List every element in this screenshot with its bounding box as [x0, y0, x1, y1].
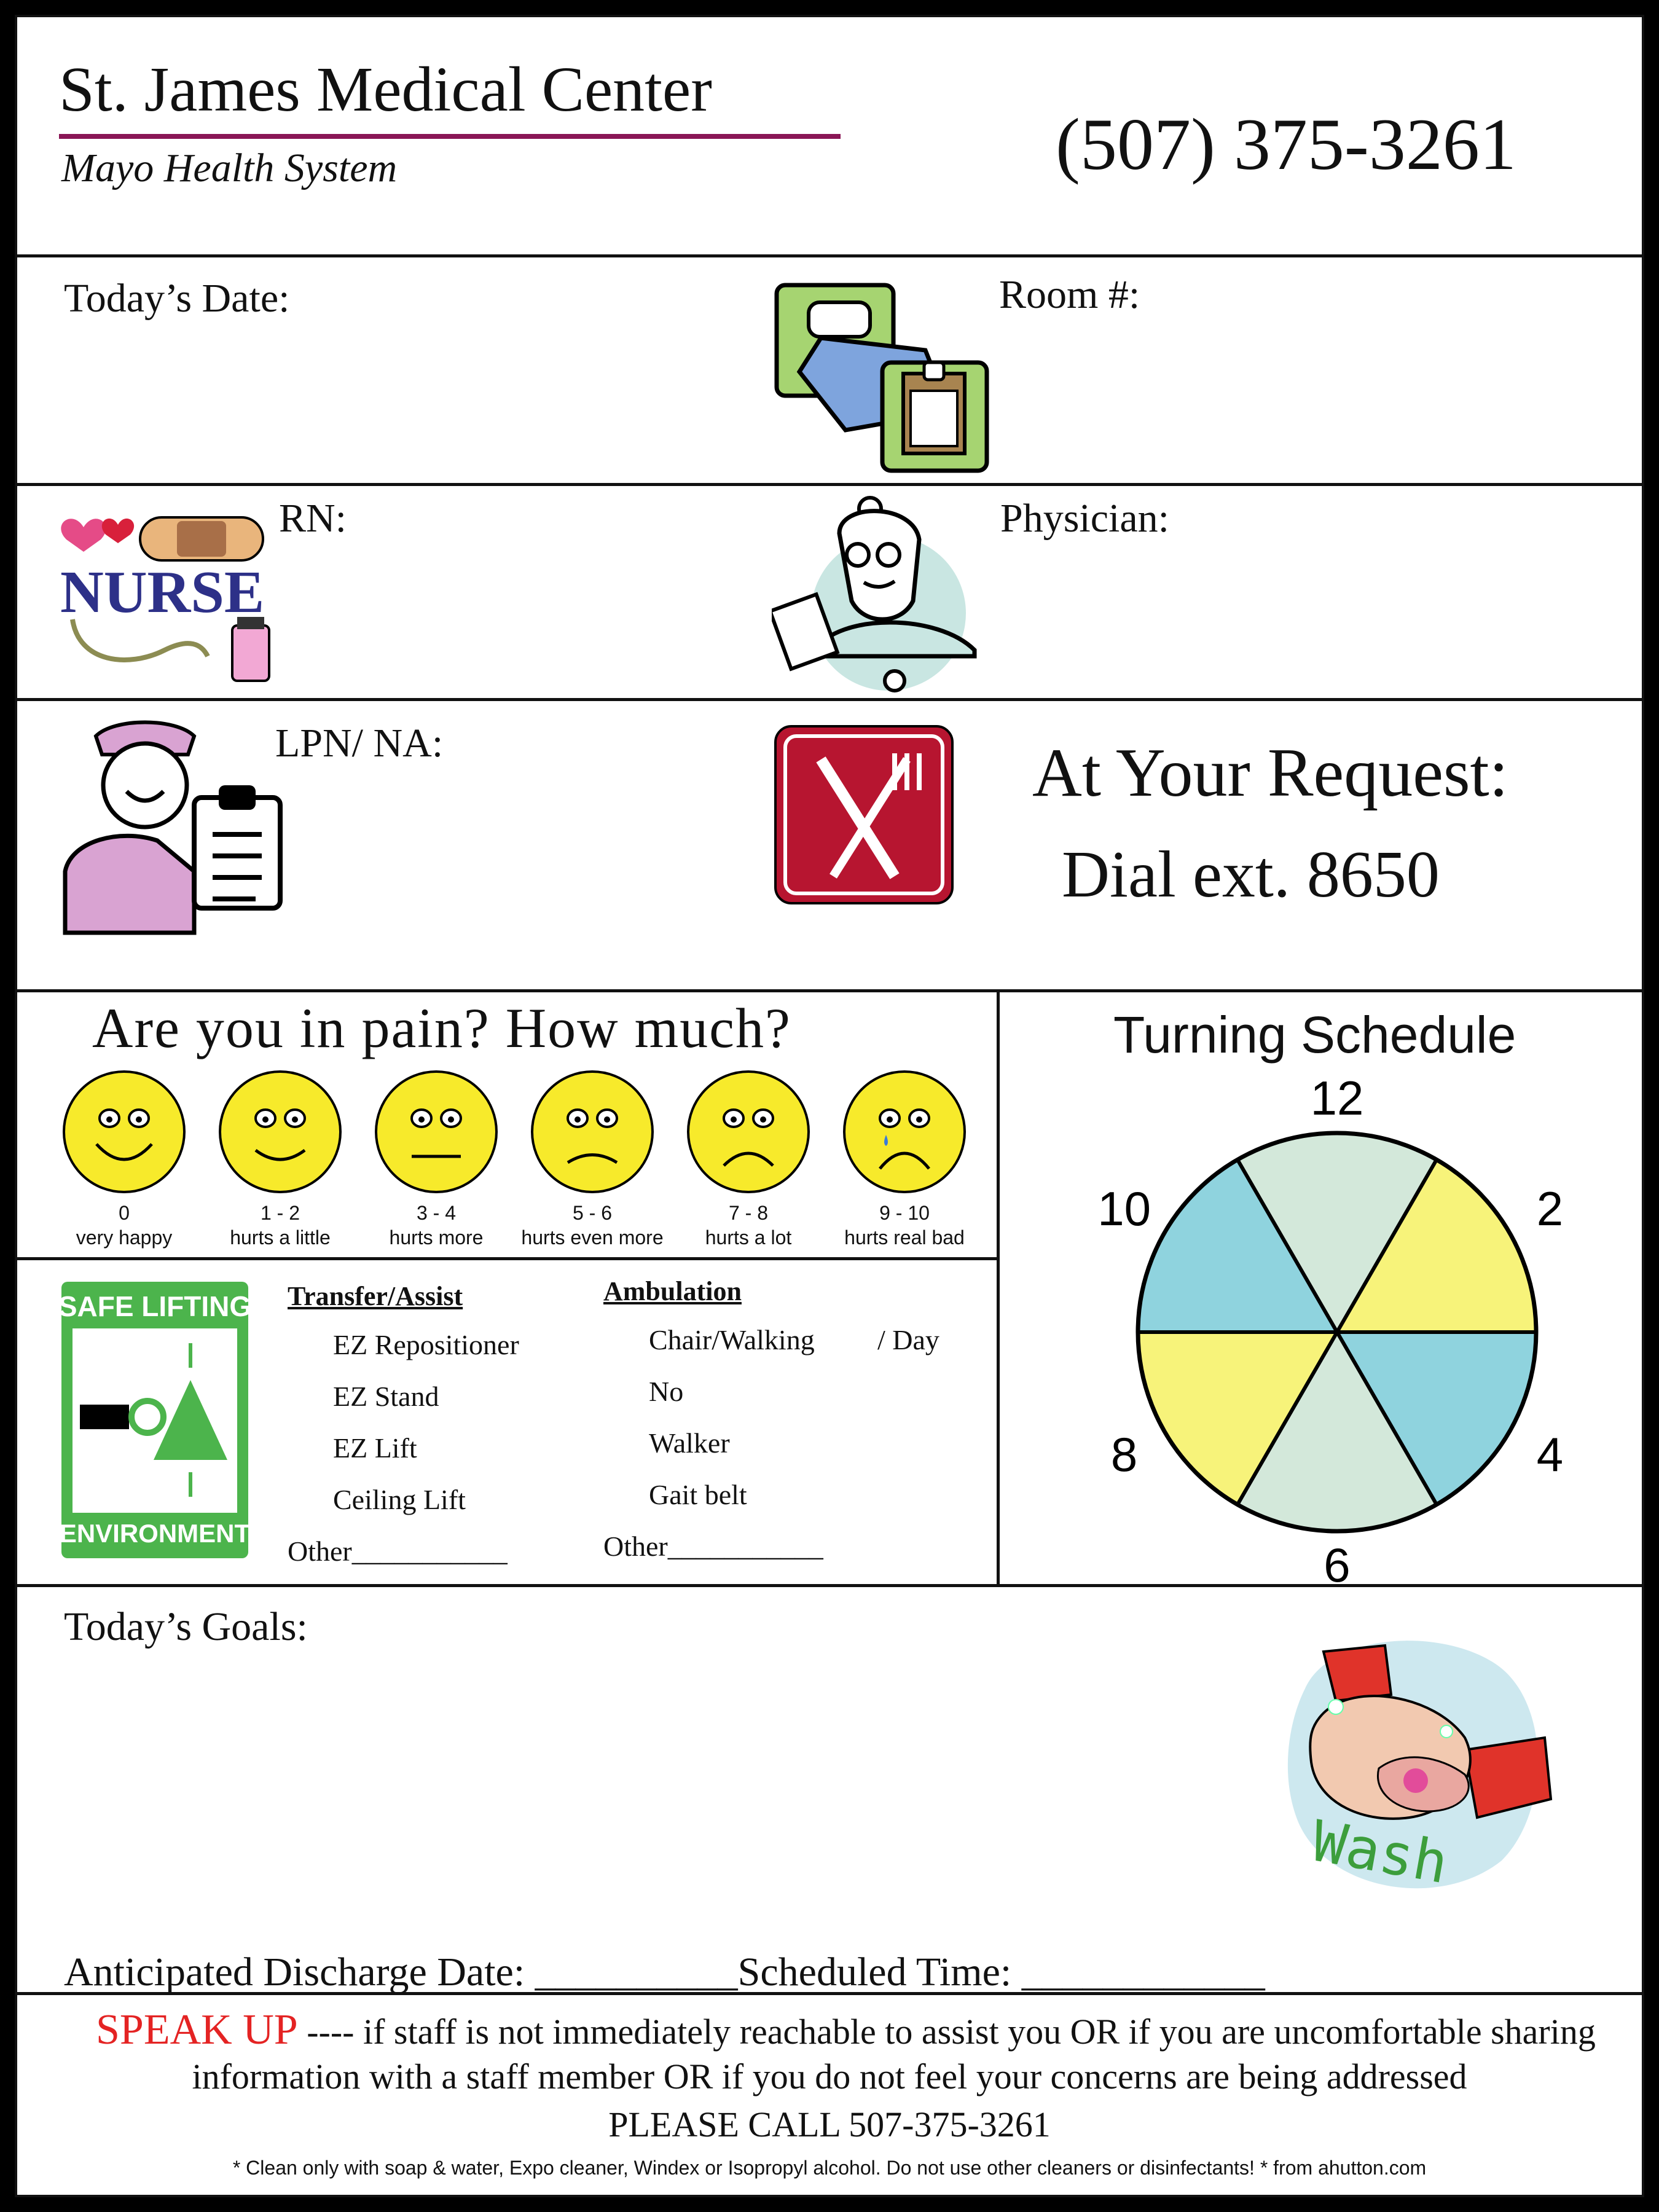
ambulation-item: Walker: [649, 1427, 730, 1459]
turning-hour-label: 10: [1097, 1182, 1151, 1236]
divider: [17, 1584, 1642, 1587]
header-rule: [59, 134, 841, 139]
discharge-line: Anticipated Discharge Date: __________Sc…: [64, 1950, 1265, 1994]
pain-face-icon: [687, 1070, 810, 1193]
turning-hour-label: 8: [1111, 1427, 1137, 1481]
patient-whiteboard: St. James Medical Center Mayo Health Sys…: [15, 15, 1644, 2197]
pain-face-icon: [375, 1070, 498, 1193]
divider: [17, 1992, 1642, 1995]
pain-title: Are you in pain? How much?: [92, 997, 791, 1059]
pain-range: 1 - 2: [260, 1202, 300, 1224]
footer-line2: information with a staff member OR if yo…: [192, 2057, 1467, 2096]
divider: [997, 989, 1000, 1584]
transfer-item: EZ Stand: [333, 1381, 439, 1412]
divider: [17, 1257, 997, 1260]
ambulation-item: No: [649, 1376, 684, 1407]
pain-range: 9 - 10: [879, 1202, 930, 1224]
ambulation-item: Chair/Walking: [649, 1324, 815, 1355]
pain-description: very happy: [76, 1226, 173, 1249]
footer-line3: PLEASE CALL 507-375-3261: [608, 2104, 1051, 2144]
divider: [17, 698, 1642, 701]
turning-title: Turning Schedule: [1113, 1006, 1516, 1064]
svg-text:SAFE LIFTING: SAFE LIFTING: [61, 1290, 248, 1322]
transfer-item: Ceiling Lift: [333, 1484, 466, 1515]
lpn-label: LPN/ NA:: [275, 721, 444, 766]
physician-icon: [772, 496, 977, 692]
transfer-item: EZ Lift: [333, 1432, 417, 1464]
turning-hour-label: 4: [1537, 1427, 1563, 1481]
pain-description: hurts more: [389, 1226, 484, 1249]
pain-range: 5 - 6: [572, 1202, 613, 1224]
pain-range: 3 - 4: [416, 1202, 457, 1224]
request-title: At Your Request:: [1032, 735, 1508, 811]
ambulation-item: Gait belt: [649, 1479, 747, 1510]
request-extension: Dial ext. 8650: [1062, 838, 1440, 911]
phone-number: (507) 375-3261: [1056, 103, 1516, 185]
turning-hour-label: 6: [1324, 1538, 1350, 1590]
svg-text:ENVIRONMENT: ENVIRONMENT: [61, 1519, 248, 1548]
org-subtitle: Mayo Health System: [61, 146, 398, 190]
safe-lifting-sign-icon: SAFE LIFTING ENVIRONMENT: [61, 1282, 248, 1558]
transfer-item: EZ Repositioner: [333, 1329, 519, 1360]
ambulation-per-day: / Day: [877, 1324, 939, 1355]
pain-range: 0: [119, 1202, 130, 1224]
rn-label: RN:: [279, 496, 347, 541]
ambulation-title: Ambulation: [603, 1276, 742, 1306]
goals-label: Today’s Goals:: [64, 1604, 308, 1649]
transfer-other: Other___________: [288, 1535, 508, 1567]
org-name: St. James Medical Center: [59, 54, 712, 125]
pain-face-icon: [219, 1070, 342, 1193]
turning-hour-label: 2: [1537, 1182, 1563, 1236]
hospital-bed-icon: [774, 283, 989, 473]
divider: [17, 989, 1642, 992]
svg-text:NURSE: NURSE: [60, 559, 264, 626]
pain-range: 7 - 8: [728, 1202, 769, 1224]
nursing-assistant-icon: [63, 720, 283, 935]
speak-up-text: ---- if staff is not immediately reachab…: [297, 2012, 1596, 2052]
pain-description: hurts a little: [230, 1226, 331, 1249]
turning-clock: 12 2 4 6 8 10: [1097, 1071, 1563, 1590]
turning-hour-label: 12: [1311, 1071, 1364, 1125]
pain-description: hurts real bad: [844, 1226, 965, 1249]
cleaning-note: * Clean only with soap & water, Expo cle…: [232, 2157, 1427, 2179]
pain-description: hurts a lot: [705, 1226, 792, 1249]
room-label: Room #:: [999, 272, 1140, 317]
pain-face-icon: [843, 1070, 966, 1193]
pain-description: hurts even more: [521, 1226, 664, 1249]
fork-knife-icon: [774, 725, 954, 904]
divider: [17, 483, 1642, 486]
divider: [17, 254, 1642, 257]
ambulation-other: Other___________: [603, 1531, 823, 1562]
pain-face-icon: [531, 1070, 654, 1193]
nurse-logo-icon: NURSE: [60, 516, 270, 682]
transfer-title: Transfer/Assist: [288, 1281, 463, 1311]
physician-label: Physician:: [1000, 496, 1169, 541]
date-label: Today’s Date:: [64, 276, 290, 321]
speak-up-line: SPEAK UP ---- if staff is not immediatel…: [96, 2006, 1596, 2055]
hand-wash-icon: Wash: [1287, 1641, 1553, 1896]
pain-face-icon: [63, 1070, 186, 1193]
speak-up-label: SPEAK UP: [96, 2006, 298, 2053]
